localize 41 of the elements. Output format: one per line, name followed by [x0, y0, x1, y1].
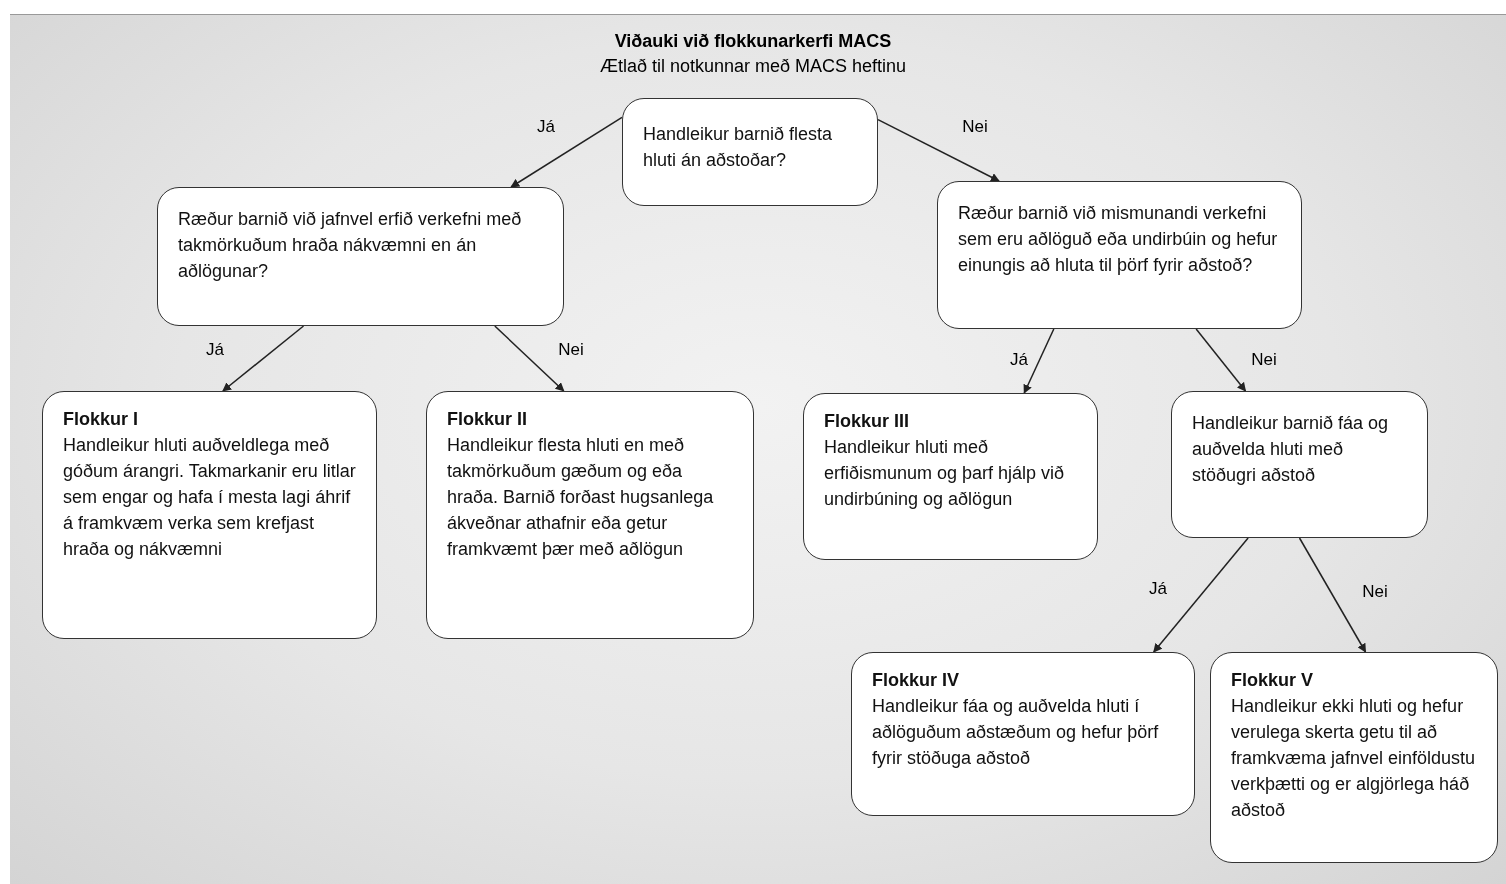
category-box [426, 391, 754, 639]
node-text: Handleikur hluti með erfiðismunum og þarf hjálp við undirbúning og aðlögun [824, 436, 1066, 512]
node-text: Handleikur hluti auðveldlega með góðum árangri. Takmarkanir eru litlar sem engar og hafa í mesta lagi áhrif á framkvæm verka sem krefjast hraða og nákvæmni [63, 434, 357, 562]
edge-label: Já [1009, 350, 1029, 370]
subtitle: Ætlað til notkunnar með MACS heftinu [598, 56, 908, 77]
edge-label: Nei [1361, 582, 1389, 602]
question-box [157, 187, 564, 326]
category-heading: Flokkur II [447, 408, 528, 431]
arrow [1195, 328, 1247, 392]
edge-label: Já [1148, 579, 1168, 599]
node-text: Ræður barnið við mismunandi verkefni sem eru aðlöguð eða undirbúin og hefur einungis að hluta til þörf fyrir aðstoð? [958, 202, 1279, 278]
node-text: Handleikur barnið fáa og auðvelda hluti með stöðugri aðstoð [1192, 412, 1390, 488]
arrow [222, 325, 305, 392]
edge-label: Nei [557, 340, 585, 360]
arrow [1298, 537, 1367, 653]
question-box [1171, 391, 1428, 538]
node-text: Handleikur barnið flesta hluti án aðstoðar? [643, 123, 834, 173]
node-text: Handleikur ekki hluti og hefur verulega skerta getu til að framkvæma jafnvel einföldustu verkþætti og er algjörlega háð aðstoð [1231, 695, 1477, 823]
arrow [1152, 537, 1249, 653]
diagram-title: Viðauki við flokkunarkerfi MACS [613, 31, 893, 52]
category-box [803, 393, 1098, 560]
category-heading: Flokkur V [1231, 669, 1315, 692]
arrow [510, 116, 623, 188]
question-box [622, 98, 878, 206]
edge-label: Já [205, 340, 225, 360]
node-text: Handleikur flesta hluti en með takmörkuðum gæðum og eða hraða. Barnið forðast hugsanlega ákveðnar athafnir eða getur framkvæmt þær með aðlögun [447, 434, 715, 562]
edge-label: Já [536, 117, 556, 137]
category-heading: Flokkur III [824, 410, 911, 433]
category-heading: Flokkur IV [872, 669, 961, 692]
question-box [937, 181, 1302, 329]
arrow [877, 118, 1000, 182]
edge-label: Nei [961, 117, 989, 137]
node-text: Ræður barnið við jafnvel erfið verkefni með takmörkuðum hraða nákvæmni en án aðlögunar? [178, 208, 523, 284]
arrow [1023, 328, 1055, 394]
category-box [42, 391, 377, 639]
node-text: Handleikur fáa og auðvelda hluti í aðlöguðum aðstæðum og hefur þörf fyrir stöðuga aðstoð [872, 695, 1160, 771]
edge-label: Nei [1250, 350, 1278, 370]
category-box [851, 652, 1195, 816]
arrow [494, 325, 565, 392]
category-box [1210, 652, 1498, 863]
category-heading: Flokkur I [63, 408, 139, 431]
